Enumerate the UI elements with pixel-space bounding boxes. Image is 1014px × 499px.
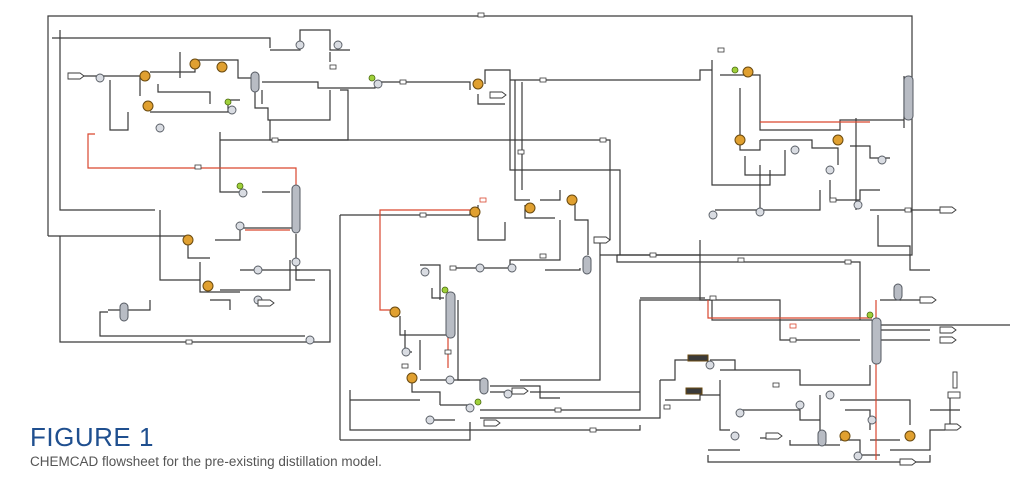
pump-icon: [867, 415, 877, 425]
valves: [224, 66, 874, 406]
heat-exchanger-icon: [734, 134, 746, 146]
stream-tags: [185, 12, 912, 433]
pump-icon: [825, 390, 835, 400]
pump-icon: [227, 105, 237, 115]
pump-icon: [333, 40, 343, 50]
valve-icon: [441, 286, 449, 294]
pump-icon: [735, 408, 745, 418]
pump-icon: [507, 263, 517, 273]
pump-icon: [373, 79, 383, 89]
heat-exchanger-icon: [832, 134, 844, 146]
heat-exchanger-icon: [904, 430, 916, 442]
valve-icon: [368, 74, 376, 82]
pump-icon: [305, 335, 315, 345]
pump-icon: [730, 431, 740, 441]
heat-exchanger-icon: [182, 234, 194, 246]
product-arrow-icon: [944, 423, 962, 431]
figure-caption-block: FIGURE 1 CHEMCAD flowsheet for the pre-e…: [30, 423, 382, 471]
pump-icon: [291, 257, 301, 267]
product-arrow-icon: [257, 299, 275, 307]
pumps: [95, 40, 887, 461]
heat-exchangers: [139, 58, 916, 442]
pump-icon: [853, 200, 863, 210]
product-arrow-icon: [489, 91, 507, 99]
product-arrow-icon: [899, 458, 917, 466]
pump-icon: [253, 265, 263, 275]
flash-drum-icon: [582, 255, 592, 275]
product-arrow-icon: [511, 387, 529, 395]
heat-exchanger-icon: [189, 58, 201, 70]
pump-icon: [445, 375, 455, 385]
pump-icon: [295, 40, 305, 50]
pump-icon: [708, 210, 718, 220]
pump-icon: [790, 145, 800, 155]
product-arrow-icon: [483, 419, 501, 427]
heat-exchanger-icon: [472, 78, 484, 90]
pump-icon: [420, 267, 430, 277]
valve-icon: [474, 398, 482, 406]
pump-icon: [795, 400, 805, 410]
product-arrow-icon: [765, 432, 783, 440]
product-arrow-icon: [67, 72, 85, 80]
column-icon: [871, 317, 882, 365]
pump-icon: [877, 155, 887, 165]
instrument-stack: [947, 371, 961, 399]
product-arrows: [67, 72, 962, 466]
heat-exchanger-icon: [389, 306, 401, 318]
pump-icon: [425, 415, 435, 425]
flash-drum-icon: [250, 71, 260, 93]
flash-drum-icon: [893, 283, 903, 301]
pump-icon: [465, 403, 475, 413]
heat-exchanger-icon: [216, 61, 228, 73]
heat-exchanger-icon: [469, 206, 481, 218]
heat-exchanger-icon: [524, 202, 536, 214]
product-arrow-icon: [939, 336, 957, 344]
heat-exchanger-icon: [406, 372, 418, 384]
heat-exchanger-icon: [139, 70, 151, 82]
process-streams: [47, 15, 1010, 463]
product-arrow-icon: [593, 236, 611, 244]
heat-exchanger-icon: [839, 430, 851, 442]
pump-icon: [705, 360, 715, 370]
figure-title: FIGURE 1: [30, 422, 154, 452]
pump-icon: [238, 188, 248, 198]
product-arrow-icon: [919, 296, 937, 304]
heat-exchanger-icon: [742, 66, 754, 78]
valve-icon: [236, 182, 244, 190]
column-icon: [903, 75, 914, 121]
column-icon: [445, 291, 456, 339]
pump-icon: [853, 451, 863, 461]
heat-exchanger-icon: [687, 354, 709, 362]
product-arrow-icon: [939, 326, 957, 334]
heat-exchanger-icon: [202, 280, 214, 292]
flash-drum-icon: [817, 429, 827, 447]
heat-exchanger-icon: [566, 194, 578, 206]
product-arrow-icon: [939, 206, 957, 214]
valve-icon: [866, 311, 874, 319]
pump-icon: [155, 123, 165, 133]
valve-icon: [224, 98, 232, 106]
valve-icon: [731, 66, 739, 74]
pump-icon: [235, 221, 245, 231]
pump-icon: [95, 73, 105, 83]
columns: [119, 71, 914, 447]
pump-icon: [825, 165, 835, 175]
column-icon: [291, 184, 301, 234]
pump-icon: [401, 347, 411, 357]
pump-icon: [503, 389, 513, 399]
flash-drum-icon: [119, 302, 129, 322]
flash-drum-icon: [479, 377, 489, 395]
figure-caption: CHEMCAD flowsheet for the pre-existing d…: [30, 454, 382, 469]
heat-exchanger-icon: [685, 387, 703, 395]
pump-icon: [475, 263, 485, 273]
heat-exchanger-icon: [142, 100, 154, 112]
pump-icon: [755, 207, 765, 217]
